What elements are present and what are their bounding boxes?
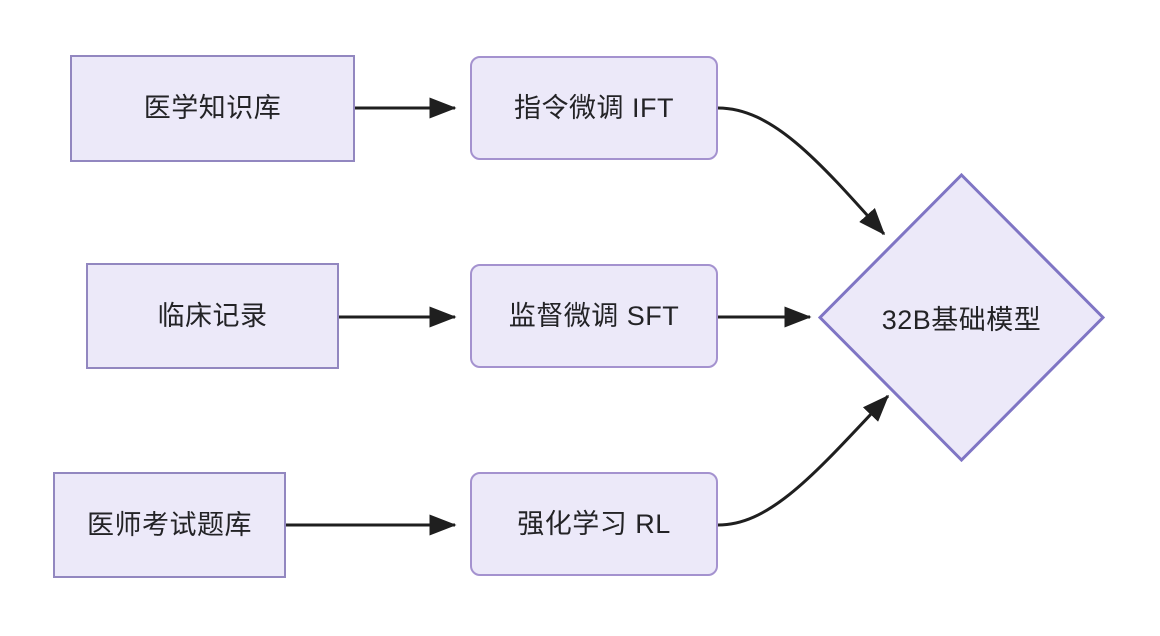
node-physician-exam-bank[interactable]: 医师考试题库 <box>53 472 286 578</box>
node-sft[interactable]: 监督微调 SFT <box>470 264 718 368</box>
node-label: 医学知识库 <box>143 93 282 124</box>
diamond-shape <box>818 173 1105 462</box>
node-ift[interactable]: 指令微调 IFT <box>470 56 718 160</box>
node-label: 医师考试题库 <box>87 509 252 540</box>
node-label: 强化学习 RL <box>517 508 671 539</box>
node-label: 临床记录 <box>157 300 268 331</box>
node-clinical-records[interactable]: 临床记录 <box>86 263 339 369</box>
node-base-model[interactable]: 32B基础模型 <box>818 173 1105 462</box>
node-medical-knowledge-base[interactable]: 医学知识库 <box>70 55 355 162</box>
node-label: 32B基础模型 <box>881 305 1042 335</box>
node-label: 监督微调 SFT <box>508 300 680 331</box>
node-rl[interactable]: 强化学习 RL <box>470 472 718 576</box>
node-label: 指令微调 IFT <box>514 92 674 123</box>
